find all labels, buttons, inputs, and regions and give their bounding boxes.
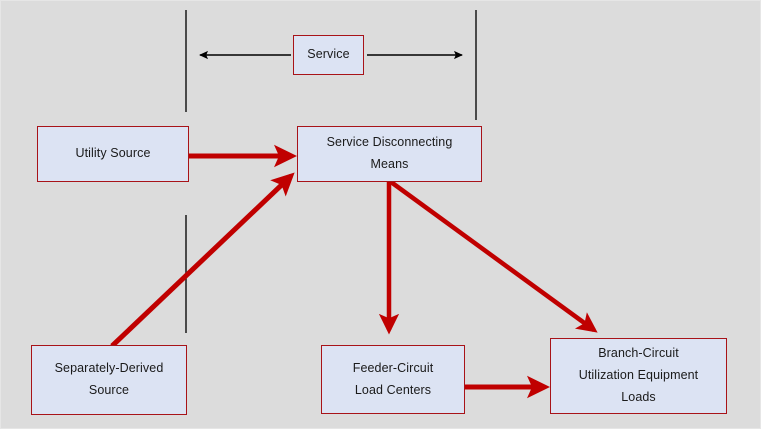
node-separately-derived-source[interactable]: Separately-Derived Source [31, 345, 187, 415]
node-service-disconnecting-means[interactable]: Service Disconnecting Means [297, 126, 482, 182]
node-service-disconnecting-means-label-line2: Means [370, 157, 409, 171]
node-branch-circuit-utilization-equipment-loads[interactable]: Branch-Circuit Utilization Equipment Loa… [550, 338, 727, 414]
node-branch-circuit-label-line3: Loads [621, 389, 656, 404]
node-feeder-circuit-load-centers[interactable]: Feeder-Circuit Load Centers [321, 345, 465, 414]
node-branch-circuit-label-line1: Branch-Circuit [598, 346, 679, 361]
node-branch-circuit-label-line2: Utilization Equipment [578, 368, 699, 383]
service-disconnect-to-branch-arrow [389, 180, 598, 333]
node-separately-derived-source-label-line1: Separately-Derived [54, 361, 164, 376]
node-service-disconnecting-means-label-line1: Service Disconnecting [326, 135, 453, 150]
node-feeder-circuit-load-centers-label-line2: Load Centers [354, 382, 432, 397]
node-service-label: Service [307, 47, 350, 62]
separately-derived-to-service-disconnect-arrow [110, 172, 295, 348]
node-utility-source[interactable]: Utility Source [37, 126, 189, 182]
node-separately-derived-source-label-line2: Source [88, 383, 130, 397]
node-feeder-circuit-load-centers-label-line1: Feeder-Circuit [352, 360, 434, 375]
node-service[interactable]: Service [293, 35, 364, 75]
node-utility-source-label: Utility Source [75, 146, 151, 161]
